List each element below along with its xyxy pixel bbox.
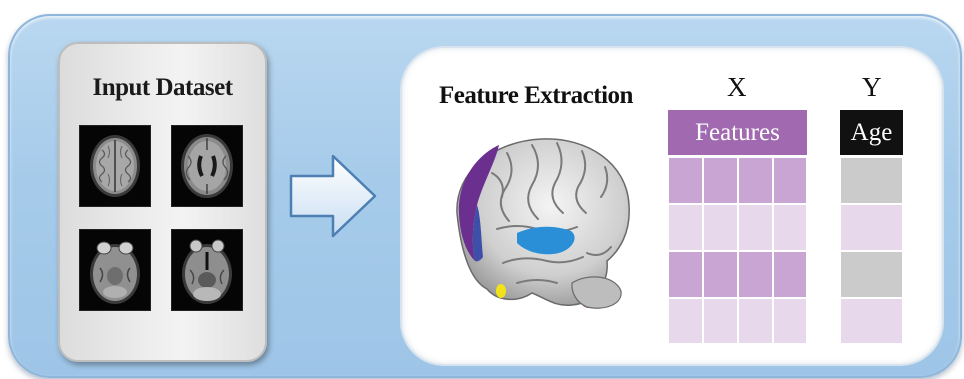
mri-scan-2 <box>172 126 242 206</box>
feature-cell <box>703 298 738 344</box>
age-cell <box>840 157 903 204</box>
feature-cell <box>738 251 773 298</box>
age-cell <box>840 298 903 344</box>
feature-cell <box>668 298 703 344</box>
mri-scan-3 <box>80 230 150 310</box>
x-label: X <box>727 72 747 103</box>
feature-cell <box>773 204 807 251</box>
feature-cell <box>773 251 807 298</box>
input-dataset-card: Input Dataset <box>58 42 267 362</box>
age-cell <box>840 251 903 298</box>
feature-cell <box>738 298 773 344</box>
feature-cell <box>738 204 773 251</box>
feature-cell <box>703 157 738 204</box>
mri-scan-1 <box>80 126 150 206</box>
y-label: Y <box>862 72 882 103</box>
age-cell <box>840 204 903 251</box>
feature-cell <box>773 298 807 344</box>
right-arrow-icon <box>287 152 379 245</box>
feature-cell <box>738 157 773 204</box>
feature-cell <box>773 157 807 204</box>
brain-surface-icon <box>437 133 637 323</box>
feature-extraction-title: Feature Extraction <box>439 82 633 110</box>
feature-cell <box>703 251 738 298</box>
feature-cell <box>703 204 738 251</box>
features-header: Features <box>668 110 807 155</box>
feature-cell <box>668 251 703 298</box>
feature-cell <box>668 157 703 204</box>
input-dataset-title: Input Dataset <box>60 74 265 102</box>
feature-cell <box>668 204 703 251</box>
age-header: Age <box>840 110 903 155</box>
mri-scan-4 <box>172 230 242 310</box>
